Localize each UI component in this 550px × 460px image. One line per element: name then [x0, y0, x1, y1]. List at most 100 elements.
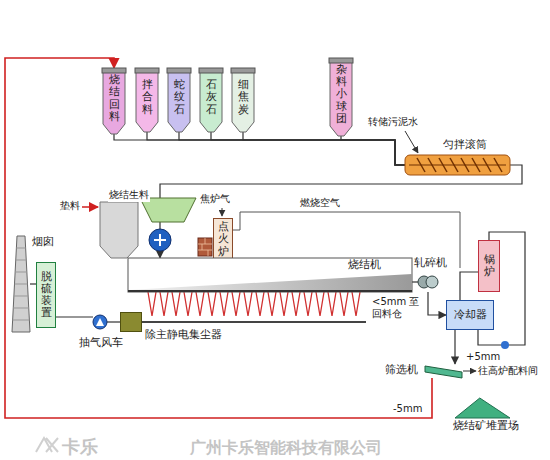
windbox: [208, 292, 216, 316]
windbox: [328, 292, 336, 316]
node-text: 筛选机: [385, 364, 418, 377]
node-text: 细焦炭: [238, 79, 249, 115]
windbox: [316, 292, 324, 316]
node-text: 烧结矿堆置场: [453, 420, 519, 433]
crusher-outline: [418, 272, 438, 292]
screen-outline: [425, 364, 462, 378]
fan-outline: [93, 315, 107, 329]
ignition-bricks: [198, 238, 212, 256]
node-text: 除主静电集尘器: [145, 329, 222, 342]
node-text: 烟囱: [32, 236, 54, 249]
flow-line: [428, 292, 446, 315]
storage-bin: 细焦炭: [232, 68, 254, 132]
node-text: 烧结机: [346, 259, 383, 272]
flow-line: [114, 134, 405, 165]
windbox: [184, 292, 192, 316]
flow-line: [243, 132, 405, 165]
windbox: [352, 292, 360, 316]
flow-line: [5, 58, 432, 418]
sinter-strand: 烧结机: [128, 258, 412, 292]
storage-bin: 蛇纹石: [168, 68, 190, 132]
chimney: 烟囱: [12, 236, 30, 332]
ignition-furnace: 点火炉: [213, 218, 233, 261]
flow-line: [147, 132, 405, 165]
gas-line: [222, 208, 223, 216]
crusher: 轧碎机: [418, 272, 438, 292]
process-label: 燃烧空气: [300, 197, 340, 209]
windbox: [256, 292, 264, 316]
windbox: [292, 292, 300, 316]
drum-outline: [405, 155, 510, 175]
cooler-box: 冷却器: [446, 300, 494, 330]
node-text: 烧结回料: [109, 74, 120, 122]
brick-joints: [198, 238, 212, 256]
product-arrow: [463, 371, 476, 372]
windbox: [148, 292, 156, 316]
loop-pump: [501, 341, 509, 349]
windbox: [160, 292, 168, 316]
chimney-outline: [12, 236, 30, 332]
node-text: 拌合料: [142, 79, 153, 115]
flow-line: [454, 330, 455, 364]
windbox: [172, 292, 180, 316]
windbox: [232, 292, 240, 316]
node-text: 锅炉: [484, 254, 495, 278]
node-text: 石灰石: [206, 79, 217, 115]
windbox: [268, 292, 276, 316]
windbox: [280, 292, 288, 316]
windbox: [220, 292, 228, 316]
feed-drum-cross: [154, 234, 166, 246]
node-text: 抽气风车: [79, 337, 123, 350]
edge-label: -5mm: [392, 403, 423, 414]
sludge-arrow: [405, 131, 418, 153]
windbox: [304, 292, 312, 316]
flow-line: [211, 132, 405, 165]
stockpile: 烧结矿堆置场: [455, 398, 510, 418]
logo-mark: [36, 438, 58, 452]
windbox: [340, 292, 348, 316]
process-label: 往高炉配料间: [478, 365, 538, 377]
mixing-drum: 匀拌滚筒: [405, 155, 510, 175]
storage-bin: 石灰石: [200, 68, 222, 132]
process-label: <5mm 至回料仓: [372, 296, 422, 320]
node-text: 冷却器: [454, 309, 487, 322]
pile-outline: [455, 398, 510, 418]
node-text: 杂料小球团: [336, 64, 347, 124]
bedding-hopper: [100, 202, 138, 258]
edge-label: 烧结生料: [108, 188, 150, 202]
windbox: [244, 292, 252, 316]
windboxes: [148, 292, 360, 316]
storage-bin: 烧结回料: [103, 68, 125, 134]
node-text: 点火炉: [218, 221, 229, 257]
flow-line: [56, 316, 93, 317]
flow-line: [107, 321, 120, 322]
exhaust-fan: 抽气风车: [93, 315, 107, 329]
screen: 筛选机: [425, 364, 462, 378]
watermark: 广州卡乐智能科技有限公司: [190, 438, 382, 457]
bedding-arrow: [82, 206, 98, 208]
precipitator: 除主静电集尘器: [120, 312, 142, 332]
storage-bin: 拌合料: [136, 68, 158, 132]
desulfurizer-box: 脱硫装置: [36, 262, 56, 328]
flow-line: [412, 281, 418, 282]
process-label: 垫料: [60, 200, 80, 212]
node-text: 蛇纹石: [174, 79, 185, 115]
boiler-box: 锅炉: [478, 240, 500, 292]
flow-line: [179, 132, 405, 165]
watermark: 卡乐: [62, 436, 98, 458]
process-label: 转储污泥水: [368, 116, 418, 128]
flow-line: [341, 136, 405, 165]
process-label: 焦炉气: [200, 193, 230, 205]
flow-line: [460, 272, 478, 300]
process-label: +5mm: [466, 351, 500, 363]
feed-drum: [149, 229, 171, 251]
windbox: [196, 292, 204, 316]
node-text: 脱硫装置: [41, 271, 52, 319]
storage-bin: 杂料小球团: [330, 58, 352, 136]
node-text: 轧碎机: [414, 257, 447, 270]
node-text: 匀拌滚筒: [443, 139, 487, 152]
main-duct: [142, 321, 366, 323]
